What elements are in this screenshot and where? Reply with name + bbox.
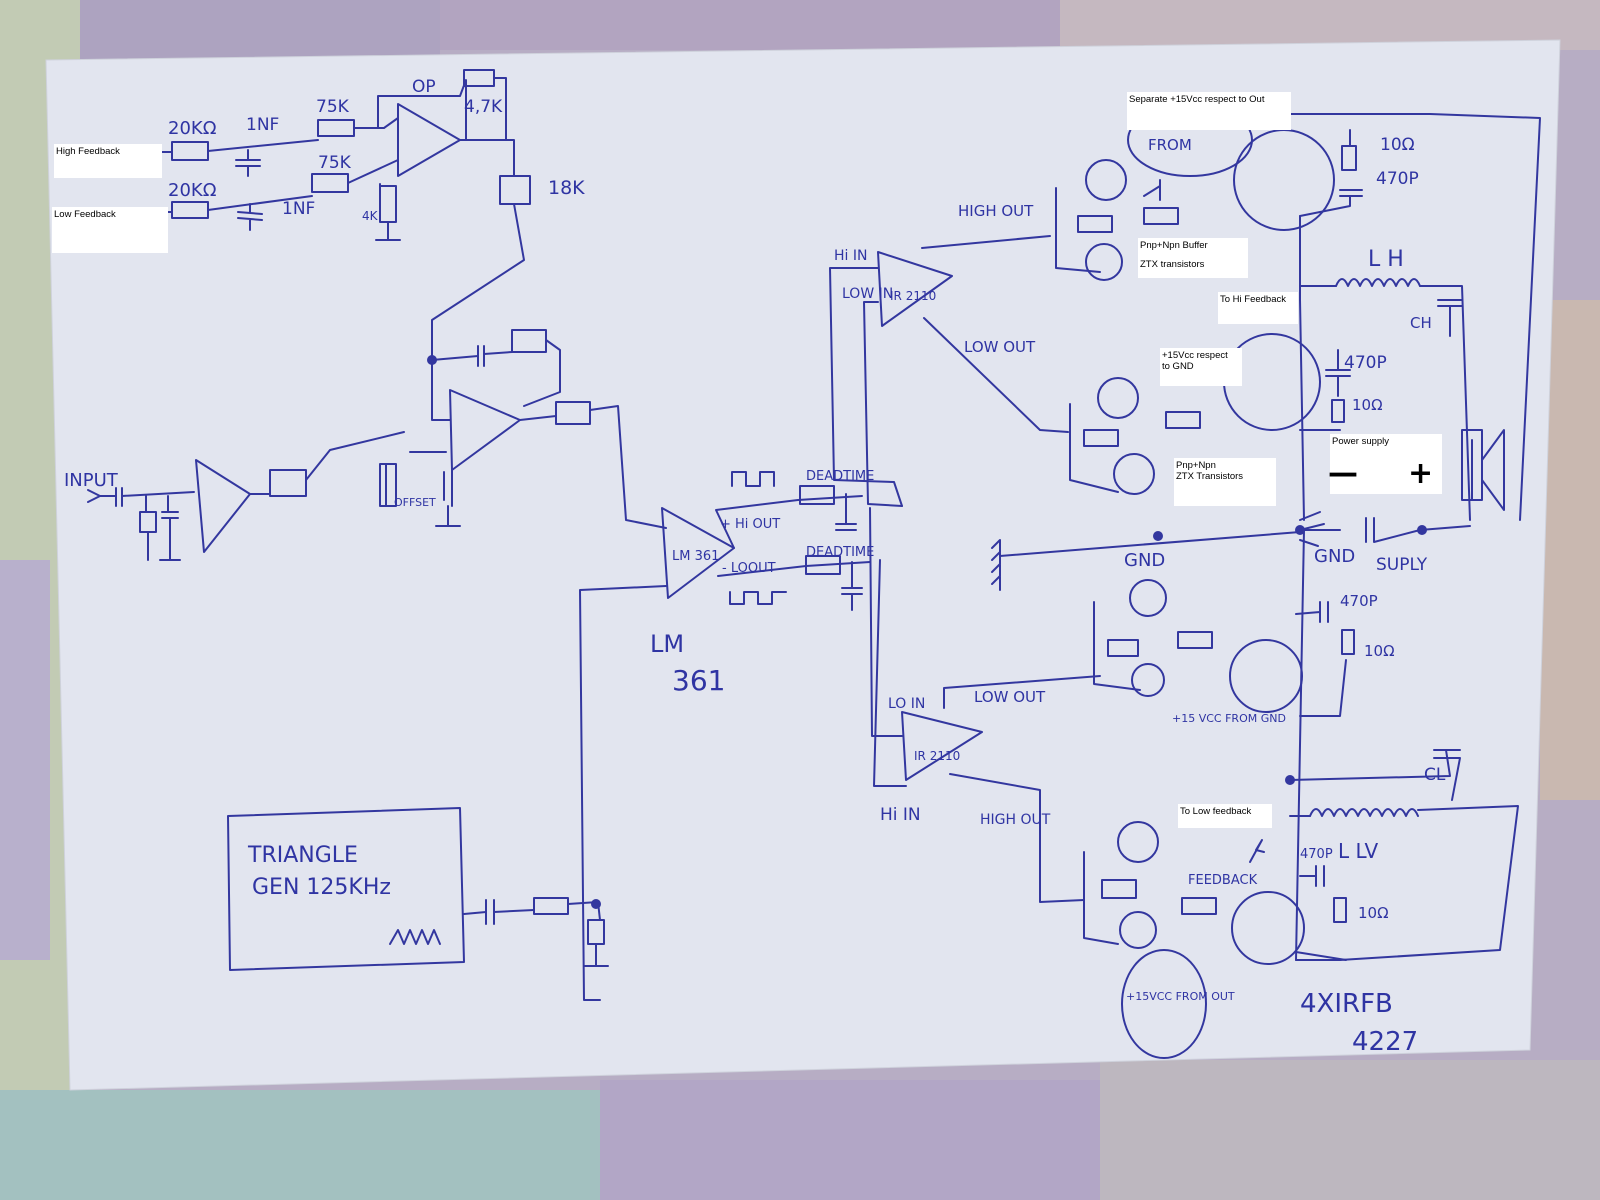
low-side-bridge bbox=[1083, 529, 1519, 1059]
label-361-big: 361 bbox=[672, 664, 725, 697]
label-high-out-2: HIGH OUT bbox=[980, 812, 1051, 828]
label-10-ohm-2: 10Ω bbox=[1352, 396, 1383, 414]
label-20k-top: 20KΩ bbox=[168, 118, 217, 139]
label-4k: 4K bbox=[362, 209, 379, 223]
label-low-out-2: LOW OUT bbox=[974, 688, 1046, 706]
label-mosfets-1: 4XIRFB bbox=[1300, 989, 1393, 1019]
label-input: INPUT bbox=[64, 470, 119, 491]
label-hi-in: Hi IN bbox=[834, 248, 867, 264]
label-20k-bot: 20KΩ bbox=[168, 180, 217, 201]
label-lh: L H bbox=[1368, 247, 1404, 272]
triangle-generator bbox=[227, 807, 609, 971]
note-low-feedback: Low Feedback bbox=[52, 207, 168, 253]
label-18k: 18K bbox=[548, 177, 585, 199]
label-cl: CL bbox=[1424, 765, 1446, 785]
power-supply-plus: + bbox=[1408, 456, 1434, 491]
label-10-ohm-4: 10Ω bbox=[1358, 904, 1389, 922]
label-ll: L LV bbox=[1338, 839, 1378, 863]
note-separate-15vcc: Separate +15Vcc respect to Out bbox=[1127, 92, 1291, 130]
label-ir2110-top: IR 2110 bbox=[890, 289, 936, 303]
label-10-ohm-1: 10Ω bbox=[1380, 135, 1415, 155]
label-supply: SUPLY bbox=[1376, 555, 1428, 575]
label-ir2110-bot: IR 2110 bbox=[914, 749, 960, 763]
ir2110-drivers bbox=[829, 235, 1101, 903]
label-gnd-1: GND bbox=[1124, 550, 1165, 571]
label-high-out: HIGH OUT bbox=[958, 202, 1034, 220]
label-470p-3: 470P bbox=[1340, 592, 1378, 610]
note-pnp-npn-buffer: Pnp+Npn Buffer ZTX transistors bbox=[1138, 238, 1248, 278]
feedback-network bbox=[159, 69, 531, 361]
label-lo-out: - LOOUT bbox=[722, 561, 776, 576]
label-1nf-top: 1NF bbox=[246, 115, 279, 135]
label-op: OP bbox=[412, 77, 436, 97]
label-470p-1: 470P bbox=[1376, 169, 1419, 189]
lm361-comparator bbox=[579, 471, 871, 1001]
label-low-in: LOW IN bbox=[842, 286, 893, 302]
note-power-supply: Power supply bbox=[1330, 434, 1442, 494]
label-deadtime-1: DEADTIME bbox=[806, 469, 874, 484]
note-pnp-npn-ztx: Pnp+Npn ZTX Transistors bbox=[1174, 458, 1276, 506]
power-supply-minus: — bbox=[1328, 456, 1358, 491]
label-75k-bot: 75K bbox=[318, 153, 352, 173]
input-stage bbox=[87, 329, 667, 561]
label-ch: CH bbox=[1410, 314, 1432, 332]
label-triangle: TRIANGLE bbox=[247, 843, 358, 868]
label-triangle-gen: GEN 125KHz bbox=[252, 875, 391, 900]
label-vcc-from-out: +15VCC FROM OUT bbox=[1126, 990, 1235, 1003]
label-feedback: FEEDBACK bbox=[1188, 873, 1258, 888]
ground-bus bbox=[991, 511, 1325, 591]
handwritten-labels: 20KΩ 1NF 75K 20KΩ 1NF 75K OP 4,7K 18K 4K… bbox=[64, 77, 1446, 1057]
label-hi-out: + Hi OUT bbox=[720, 517, 780, 532]
note-high-feedback: High Feedback bbox=[54, 144, 162, 178]
label-gnd-2: GND bbox=[1314, 546, 1355, 567]
label-1nf-bot: 1NF bbox=[282, 199, 315, 219]
label-lo-in: LO IN bbox=[888, 696, 925, 712]
note-to-hi-feedback: To Hi Feedback bbox=[1218, 292, 1298, 324]
label-vcc-from-gnd: +15 VCC FROM GND bbox=[1172, 712, 1286, 725]
label-4-7k: 4,7K bbox=[464, 97, 503, 117]
label-from: FROM bbox=[1148, 136, 1192, 154]
label-lm-big: LM bbox=[650, 630, 684, 658]
label-75k-top: 75K bbox=[316, 97, 350, 117]
label-comparator: LM 361 bbox=[672, 549, 719, 564]
label-offset: OFFSET bbox=[394, 496, 436, 509]
note-to-low-feedback: To Low feedback bbox=[1178, 804, 1272, 828]
label-470p-4: 470P bbox=[1300, 847, 1333, 862]
label-low-out: LOW OUT bbox=[964, 338, 1036, 356]
note-vcc-respect-gnd: +15Vcc respect to GND bbox=[1160, 348, 1242, 386]
label-10-ohm-3: 10Ω bbox=[1364, 642, 1395, 660]
high-side-bridge bbox=[1055, 103, 1541, 543]
label-470p-2: 470P bbox=[1344, 353, 1387, 373]
label-hi-in-2: Hi IN bbox=[880, 805, 921, 825]
label-deadtime-2: DEADTIME bbox=[806, 545, 874, 560]
label-mosfets-2: 4227 bbox=[1352, 1027, 1418, 1057]
